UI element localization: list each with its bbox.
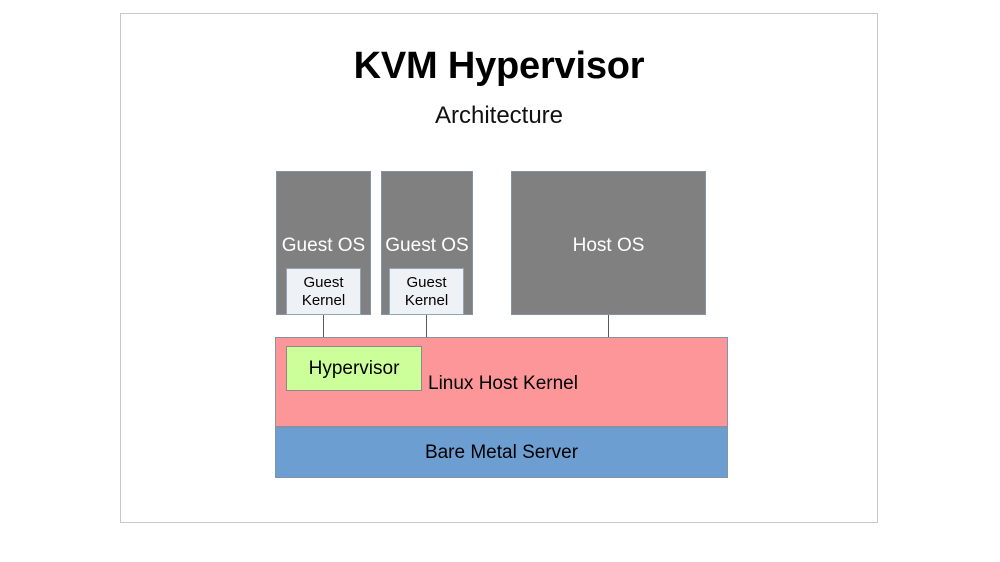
hypervisor-box[interactable]: Hypervisor [286,346,422,391]
guest-kernel-box-1[interactable]: Guest Kernel [286,268,361,315]
page-subtitle: Architecture [434,102,564,129]
connector-hostos-to-kernel [608,315,609,345]
linux-host-kernel-label: Linux Host Kernel [428,373,578,394]
guest-kernel-label-2-line2: Kernel [404,291,449,309]
linux-host-kernel-layer[interactable]: Hypervisor Linux Host Kernel [275,337,728,427]
guest-kernel-label-1-line1: Guest [303,273,344,291]
host-os-box[interactable]: Host OS [511,171,706,315]
guest-kernel-label-2-line1: Guest [406,273,447,291]
guest-os-label-1: Guest OS [281,235,366,256]
guest-kernel-box-2[interactable]: Guest Kernel [389,268,464,315]
host-os-label: Host OS [572,235,645,256]
page-title: KVM Hypervisor [353,45,645,87]
guest-os-label-2: Guest OS [385,235,469,256]
guest-kernel-label-1-line2: Kernel [301,291,346,309]
hypervisor-label: Hypervisor [308,357,400,379]
bare-metal-server-label: Bare Metal Server [424,441,579,463]
bare-metal-server-layer[interactable]: Bare Metal Server [275,427,728,478]
